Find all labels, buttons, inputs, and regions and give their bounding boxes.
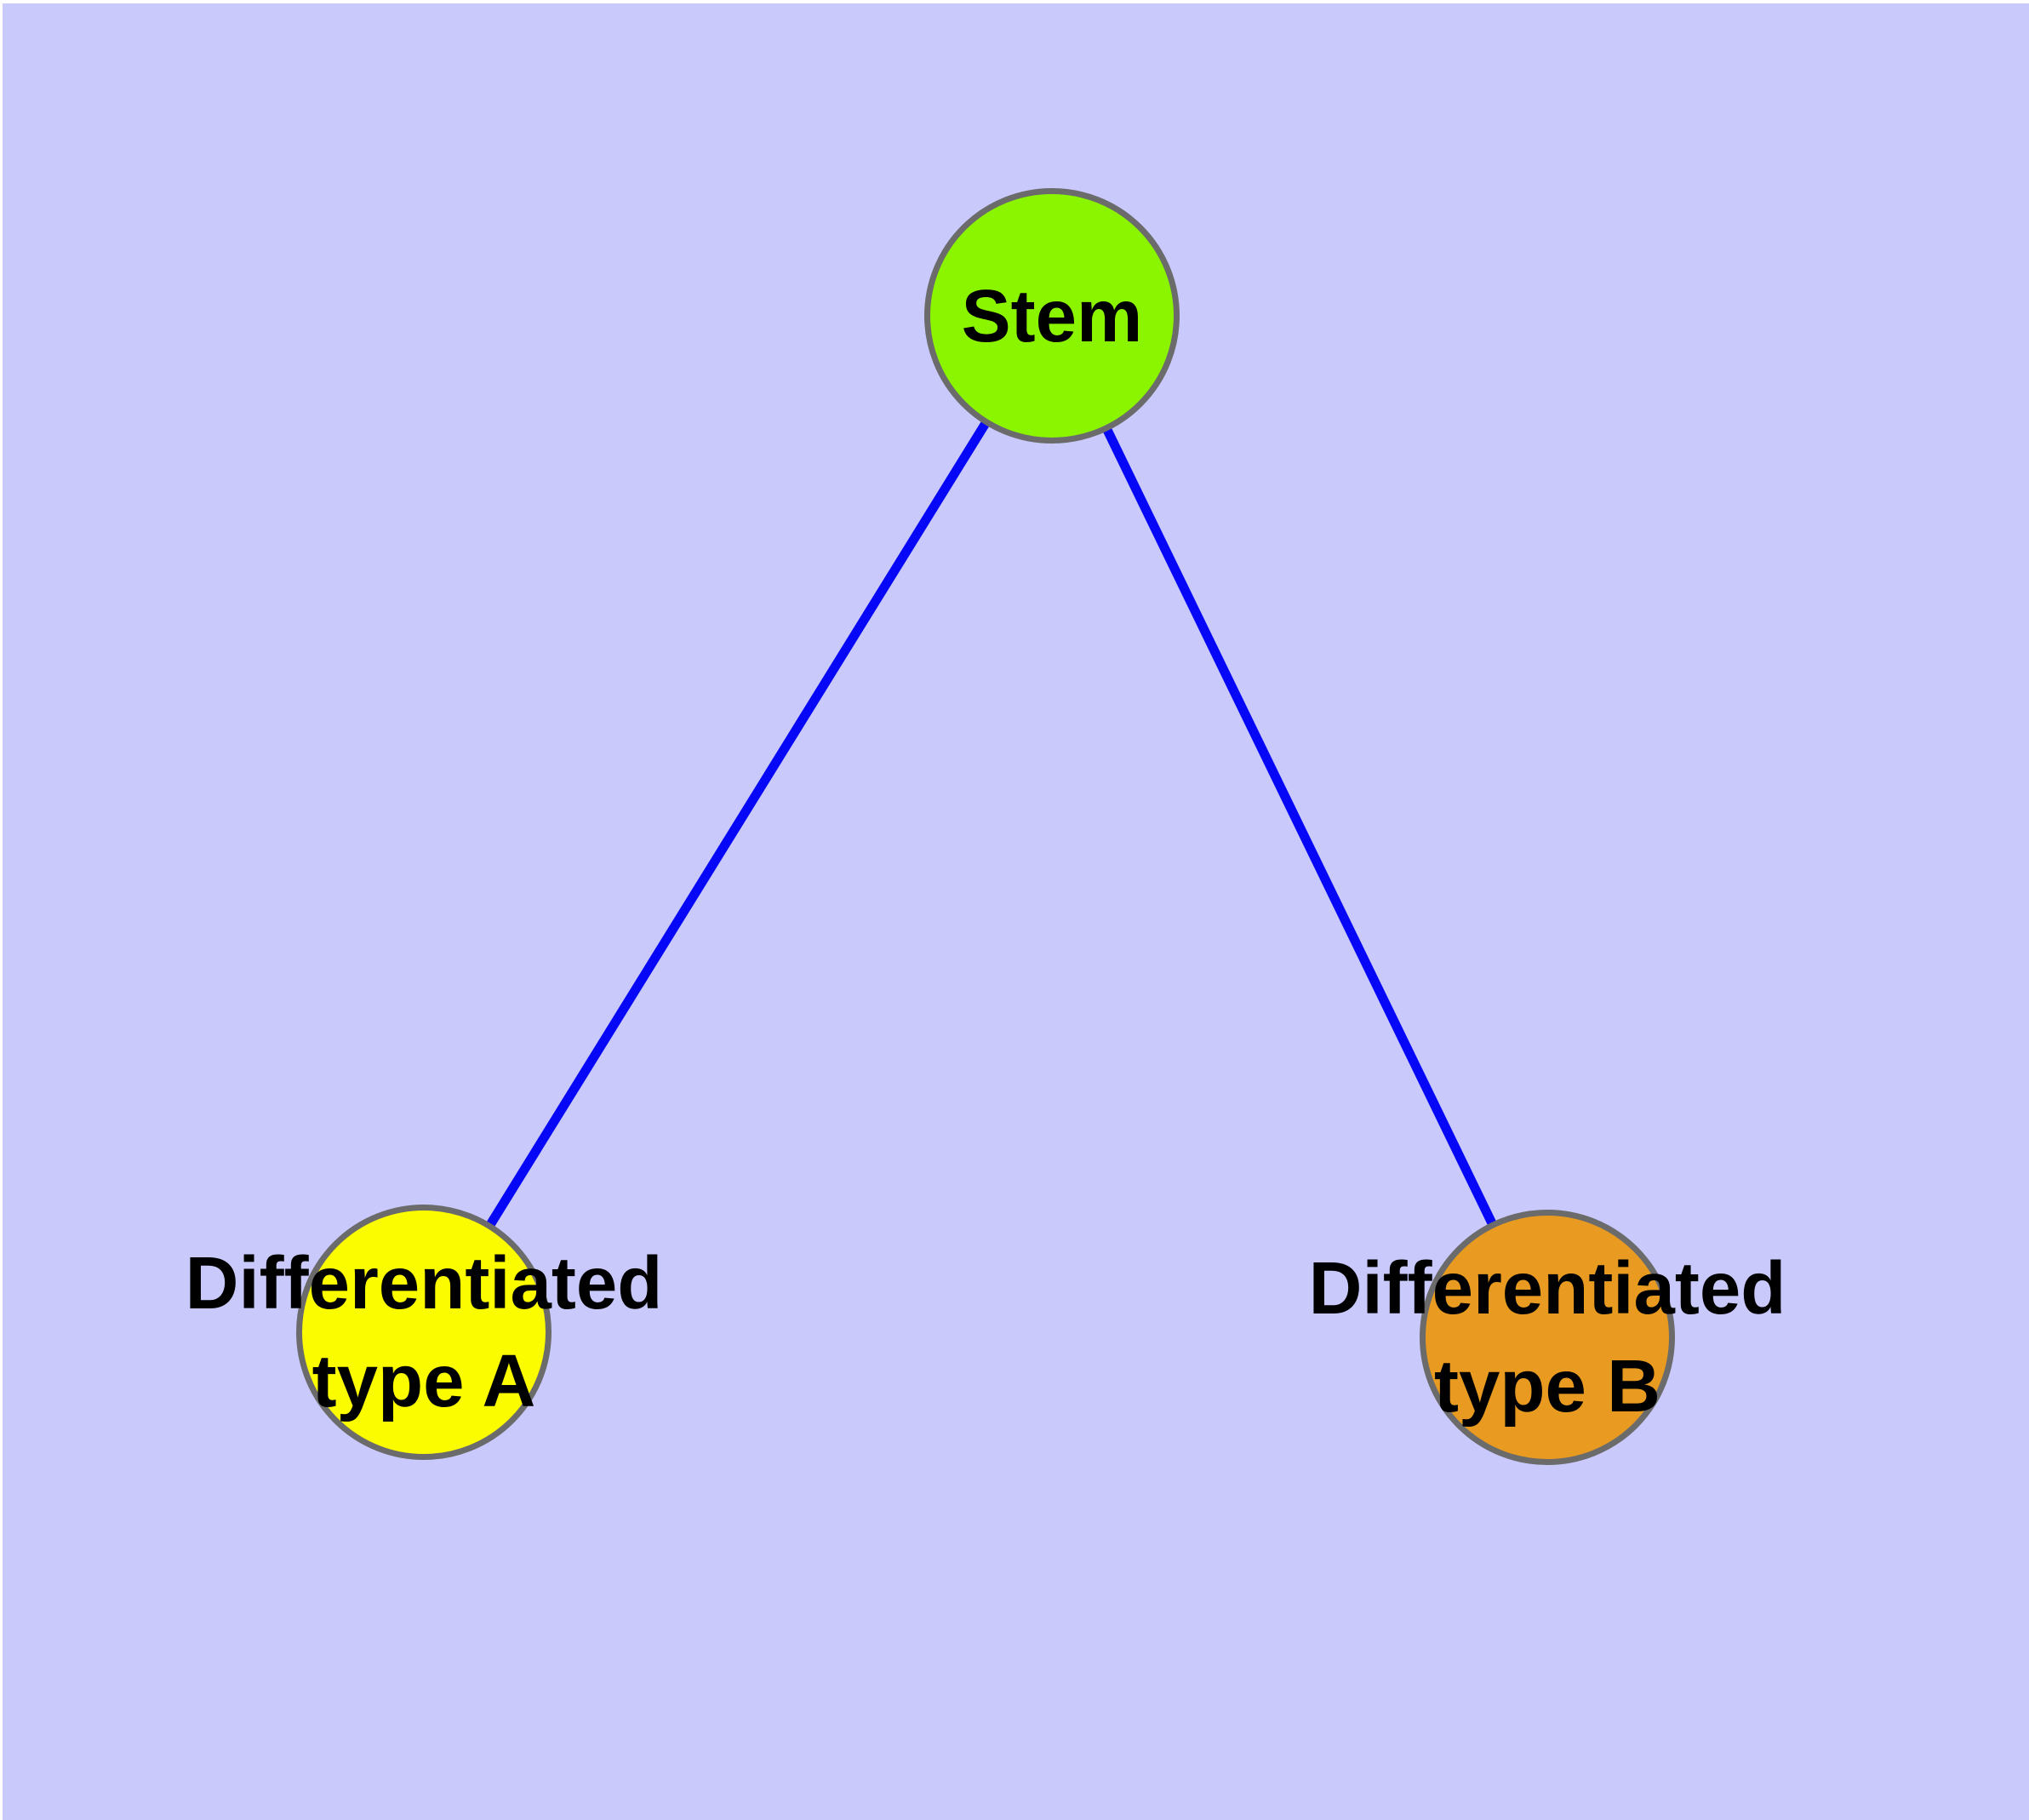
node-differentiated-type-b [1420,1210,1675,1465]
node-stem [924,188,1180,444]
diagram-canvas: Stem Differentiated type A Differentiate… [3,3,2029,1820]
edge-stem-to-type-b [1048,313,1552,1340]
edge-stem-to-type-a [420,313,1056,1335]
node-differentiated-type-a [296,1205,552,1460]
edge-layer [420,313,1552,1340]
